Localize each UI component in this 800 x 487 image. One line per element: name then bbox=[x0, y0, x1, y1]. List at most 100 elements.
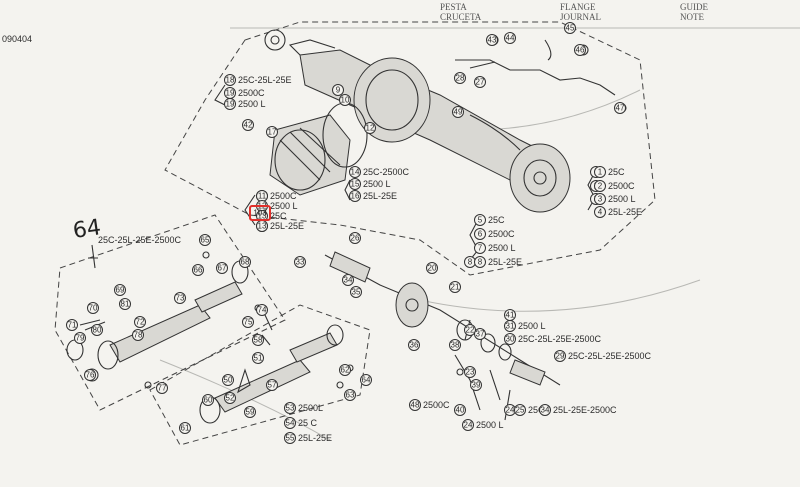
part-bubble bbox=[114, 284, 126, 296]
callout-spec: 25L-25E bbox=[488, 257, 522, 267]
callout-number: 19 bbox=[226, 100, 235, 109]
callout-spec: 2500 L bbox=[270, 201, 298, 211]
callout-spec: 2500C bbox=[423, 400, 450, 410]
callout-spec: 25L-25E bbox=[608, 207, 642, 217]
part-bubble bbox=[332, 84, 344, 96]
part-number: 81 bbox=[121, 300, 130, 309]
part-number: 65 bbox=[201, 236, 210, 245]
part-number: 36 bbox=[410, 341, 419, 350]
part-bubble bbox=[222, 374, 234, 386]
callout-number: 13 bbox=[258, 212, 267, 221]
part-number: 27 bbox=[476, 78, 485, 87]
callout-spec: 25 C bbox=[298, 418, 318, 428]
callout-spec: 2500C bbox=[488, 229, 515, 239]
part-number: 80 bbox=[93, 326, 102, 335]
part-bubble bbox=[266, 126, 278, 138]
callout-number: 14 bbox=[351, 168, 360, 177]
callout-number: 24 bbox=[464, 421, 473, 430]
part-bubble bbox=[244, 406, 256, 418]
callout-bubble bbox=[284, 402, 296, 414]
part-number: 24 bbox=[506, 406, 515, 415]
part-bubble bbox=[87, 302, 99, 314]
part-bubble bbox=[156, 382, 168, 394]
part-number: 40 bbox=[456, 406, 465, 415]
callout-spec: 25C bbox=[270, 211, 287, 221]
part-number: 42 bbox=[244, 121, 253, 130]
rear-driveshaft bbox=[199, 324, 344, 424]
callout-bubble bbox=[514, 404, 526, 416]
part-bubble bbox=[134, 316, 146, 328]
callout-spec: 25C-25L-25E-2500C bbox=[518, 334, 602, 344]
part-number: 78 bbox=[134, 331, 143, 340]
callout-bubble bbox=[504, 333, 516, 345]
part-bubble bbox=[454, 72, 466, 84]
part-bubble bbox=[91, 324, 103, 336]
callout-spec: 2500 L bbox=[488, 243, 516, 253]
callout-bubble bbox=[504, 320, 516, 332]
callout-bubble bbox=[474, 228, 486, 240]
part-number: 77 bbox=[158, 384, 167, 393]
callout-number: 6 bbox=[478, 230, 483, 239]
part-number: 33 bbox=[296, 258, 305, 267]
callout-spec: 2500C bbox=[270, 191, 297, 201]
callout-number: 16 bbox=[351, 192, 360, 201]
part-number: 8 bbox=[468, 258, 473, 267]
axle-group-boundary bbox=[164, 21, 656, 276]
part-number: 39 bbox=[472, 381, 481, 390]
part-number: 58 bbox=[254, 336, 263, 345]
part-number: 21 bbox=[451, 283, 460, 292]
part-bubble bbox=[216, 262, 228, 274]
part-bubble bbox=[344, 389, 356, 401]
part-number: 74 bbox=[258, 306, 267, 315]
part-number: 52 bbox=[226, 394, 235, 403]
callout-spec: 25L-25E bbox=[298, 433, 332, 443]
part-bubble bbox=[84, 369, 96, 381]
brake-pipe-assembly bbox=[455, 34, 627, 113]
part-number: 63 bbox=[346, 391, 355, 400]
part-number: 17 bbox=[268, 128, 277, 137]
bolt-callout: 25C-25L-25E-2500C bbox=[98, 235, 182, 245]
part-number: 26 bbox=[351, 234, 360, 243]
highlight-box bbox=[249, 205, 271, 221]
highlight-label: 103 bbox=[253, 209, 267, 218]
driveshaft-front-boundary bbox=[54, 214, 286, 411]
driveshaft-rear-boundary bbox=[149, 304, 371, 446]
part-number: 41 bbox=[506, 311, 515, 320]
part-number: 37 bbox=[476, 330, 485, 339]
callout-number: 31 bbox=[506, 322, 515, 331]
part-bubble bbox=[474, 328, 486, 340]
part-bubble bbox=[339, 94, 351, 106]
callout-spec: 2500 L bbox=[476, 420, 504, 430]
callout-spec: 25L-25E bbox=[270, 221, 304, 231]
callout-spec: 25C-25L-25E bbox=[238, 75, 292, 85]
part-number: 76 bbox=[86, 371, 95, 380]
part-number: 62 bbox=[341, 366, 350, 375]
front-driveshaft bbox=[66, 260, 249, 382]
part-number: 60 bbox=[204, 396, 213, 405]
part-number: 59 bbox=[246, 408, 255, 417]
part-bubble bbox=[349, 232, 361, 244]
callout-spec: 25C-2500C bbox=[363, 167, 410, 177]
header-text: NOTE bbox=[680, 12, 704, 22]
callout-spec: 2500L bbox=[298, 403, 323, 413]
part-bubble bbox=[132, 329, 144, 341]
callout-bubble bbox=[594, 193, 606, 205]
callout-number: 18 bbox=[226, 76, 235, 85]
callout-spec: 2500 L bbox=[363, 179, 391, 189]
part-bubble bbox=[470, 379, 482, 391]
